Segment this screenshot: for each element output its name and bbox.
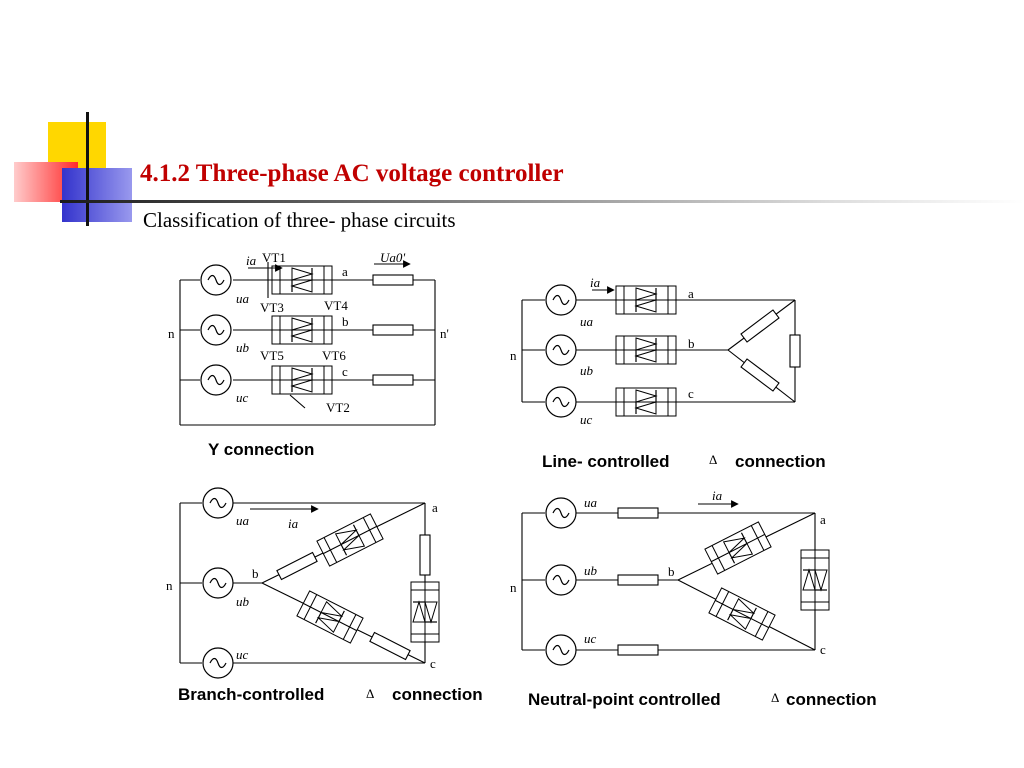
deco-vertical-line (86, 112, 89, 226)
page-subtitle: Classification of three- phase circuits (143, 208, 456, 232)
branch-delta-symbol: Δ (366, 686, 374, 701)
y-connection-diagram (179, 260, 436, 426)
y-ub-label: ub (236, 340, 250, 355)
branch-node-n: n (166, 578, 173, 593)
branch-caption-left: Branch-controlled (178, 685, 324, 704)
y-node-n-prime: n' (440, 326, 449, 341)
y-connection-labels: VT1 VT4 VT3 VT6 VT5 VT2 ia Ua0' ua ub uc… (168, 250, 449, 459)
branch-ub-label: ub (236, 594, 250, 609)
page-title: 4.1.2 Three-phase AC voltage controller (140, 160, 564, 187)
line-controlled-delta-diagram (521, 284, 801, 418)
y-vt1-label: VT1 (262, 250, 286, 265)
y-node-n: n (168, 326, 175, 341)
neutral-caption-right: connection (786, 690, 877, 709)
title-divider (60, 200, 1024, 203)
y-vt6-label: VT6 (322, 348, 346, 363)
line-ia-label: ia (590, 275, 601, 290)
y-vt3-label: VT3 (260, 300, 284, 315)
branch-uc-label: uc (236, 647, 249, 662)
branch-node-c: c (430, 656, 436, 671)
branch-ua-label: ua (236, 513, 250, 528)
branch-controlled-delta-diagram (179, 487, 440, 679)
line-ua-label: ua (580, 314, 594, 329)
neutral-uc-label: uc (584, 631, 597, 646)
branch-node-a: a (432, 500, 438, 515)
branch-node-b: b (252, 566, 259, 581)
y-uc-label: uc (236, 390, 249, 405)
y-vt5-label: VT5 (260, 348, 284, 363)
neutral-node-c: c (820, 642, 826, 657)
line-caption-right: connection (735, 452, 826, 471)
y-vt2-label: VT2 (326, 400, 350, 415)
y-ia-label: ia (246, 253, 257, 268)
line-controlled-labels: ia ua ub uc a b c n Line- controlled Δ c… (510, 275, 826, 471)
neutral-delta-symbol: Δ (771, 690, 779, 705)
line-ub-label: ub (580, 363, 594, 378)
y-ua0-label: Ua0' (380, 250, 405, 265)
line-node-b: b (688, 336, 695, 351)
line-node-n: n (510, 348, 517, 363)
neutral-node-a: a (820, 512, 826, 527)
neutral-ub-label: ub (584, 563, 598, 578)
neutral-ua-label: ua (584, 495, 598, 510)
neutral-caption-left: Neutral-point controlled (528, 690, 721, 709)
line-node-a: a (688, 286, 694, 301)
neutral-node-n: n (510, 580, 517, 595)
neutral-point-delta-diagram (521, 497, 830, 666)
y-node-c: c (342, 364, 348, 379)
branch-controlled-labels: ia ua ub uc a b c n Branch-controlled Δ … (166, 500, 483, 704)
neutral-point-labels: ia ua ub uc a b c n Neutral-point contro… (510, 488, 877, 709)
y-node-a: a (342, 264, 348, 279)
y-ua-label: ua (236, 291, 250, 306)
line-caption-left: Line- controlled (542, 452, 670, 471)
branch-caption-right: connection (392, 685, 483, 704)
deco-blue-square (62, 168, 132, 222)
line-delta-symbol: Δ (709, 452, 717, 467)
y-vt4-label: VT4 (324, 298, 348, 313)
line-uc-label: uc (580, 412, 593, 427)
line-node-c: c (688, 386, 694, 401)
y-node-b: b (342, 314, 349, 329)
branch-ia-label: ia (288, 516, 299, 531)
neutral-ia-label: ia (712, 488, 723, 503)
y-connection-caption: Y connection (208, 440, 314, 459)
neutral-node-b: b (668, 564, 675, 579)
